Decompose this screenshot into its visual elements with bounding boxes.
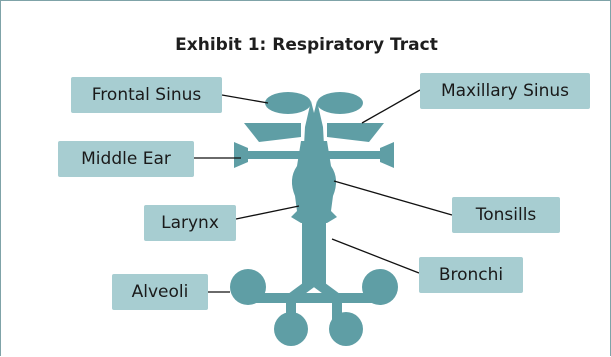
middle-ear-label: Middle Ear	[58, 141, 194, 177]
alveolus-right-shape	[362, 269, 398, 305]
frontal-sinus-leader-line	[222, 95, 268, 103]
middle-ear-right-shape	[380, 142, 394, 168]
alveolus-left-shape	[230, 269, 266, 305]
maxillary-sinus-label: Maxillary Sinus	[420, 73, 590, 109]
alveolus-bottom-right-shape	[329, 312, 363, 346]
bronchi-leader-line	[332, 239, 419, 273]
trachea-shape	[302, 219, 326, 286]
larynx-label: Larynx	[144, 205, 236, 241]
middle-ear-left-shape	[234, 142, 248, 168]
larynx-leader-line	[236, 206, 299, 219]
bronchi-label: Bronchi	[419, 257, 523, 293]
tonsills-label: Tonsills	[452, 197, 560, 233]
frontal-sinus-left-shape	[265, 92, 311, 114]
maxillary-sinus-right-shape	[327, 123, 384, 142]
tonsills-leader-line	[334, 181, 452, 215]
maxillary-sinus-left-shape	[244, 123, 301, 142]
alveolus-bottom-left-shape	[274, 312, 308, 346]
frontal-sinus-label: Frontal Sinus	[71, 77, 222, 113]
frontal-sinus-right-shape	[317, 92, 363, 114]
alveoli-label: Alveoli	[112, 274, 208, 310]
maxillary-sinus-leader-line	[362, 90, 420, 123]
